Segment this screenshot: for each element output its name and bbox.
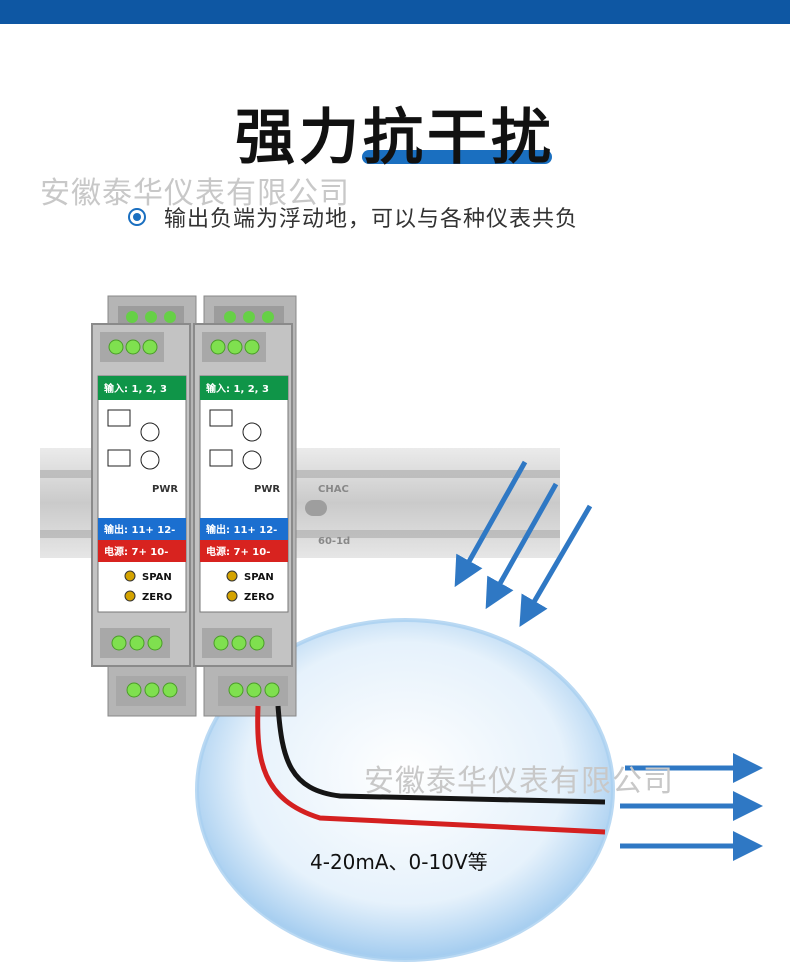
feature-text: 输出负端为浮动地，可以与各种仪表共负 (164, 207, 579, 232)
zero-label-2: ZERO (244, 592, 274, 603)
top-banner (0, 0, 790, 24)
title-underline (362, 150, 552, 164)
zero-pot-2[interactable] (226, 590, 238, 602)
span-label: SPAN (142, 572, 172, 583)
black-wire (275, 705, 606, 805)
zero-label: ZERO (142, 592, 172, 603)
span-pot[interactable] (124, 570, 136, 582)
output-arrows (620, 753, 763, 861)
signal-module-2: 输入: 1, 2, 3 PWR 输出: 11+ 12- 电源: 7+ 10- S… (193, 323, 293, 706)
feature-bullet: 输出负端为浮动地，可以与各种仪表共负 (128, 202, 578, 232)
output-terminal-label-2: 输出: 11+ 12- (206, 523, 277, 536)
input-label: 输入: 1, 2, 3 (104, 382, 167, 395)
watermark-top: 安徽泰华仪表有限公司 (40, 176, 350, 211)
pwr-label: PWR (152, 484, 178, 495)
watermark-bottom: 安徽泰华仪表有限公司 (364, 764, 674, 799)
shield-bubble (197, 620, 613, 960)
zero-pot[interactable] (124, 590, 136, 602)
power-terminal-label-2: 电源: 7+ 10- (206, 545, 270, 558)
rail-marking-text: CHAC (318, 484, 349, 495)
red-wire (255, 705, 606, 835)
output-terminal-label: 输出: 11+ 12- (104, 523, 175, 536)
signal-module-1: 输入: 1, 2, 3 PWR 输出: 11+ 12- 电源: 7+ 10- S… (91, 323, 191, 706)
pwr-label-2: PWR (254, 484, 280, 495)
rail-marking-number: 60-1d (318, 536, 350, 547)
span-label-2: SPAN (244, 572, 274, 583)
output-signal-label: 4-20mA、0-10V等 (310, 850, 488, 874)
power-terminal-label: 电源: 7+ 10- (104, 545, 168, 558)
page-title: 强力抗干扰 (235, 103, 555, 173)
bullet-icon (128, 208, 146, 226)
span-pot-2[interactable] (226, 570, 238, 582)
interference-arrows (454, 460, 593, 627)
input-label-2: 输入: 1, 2, 3 (206, 382, 269, 395)
